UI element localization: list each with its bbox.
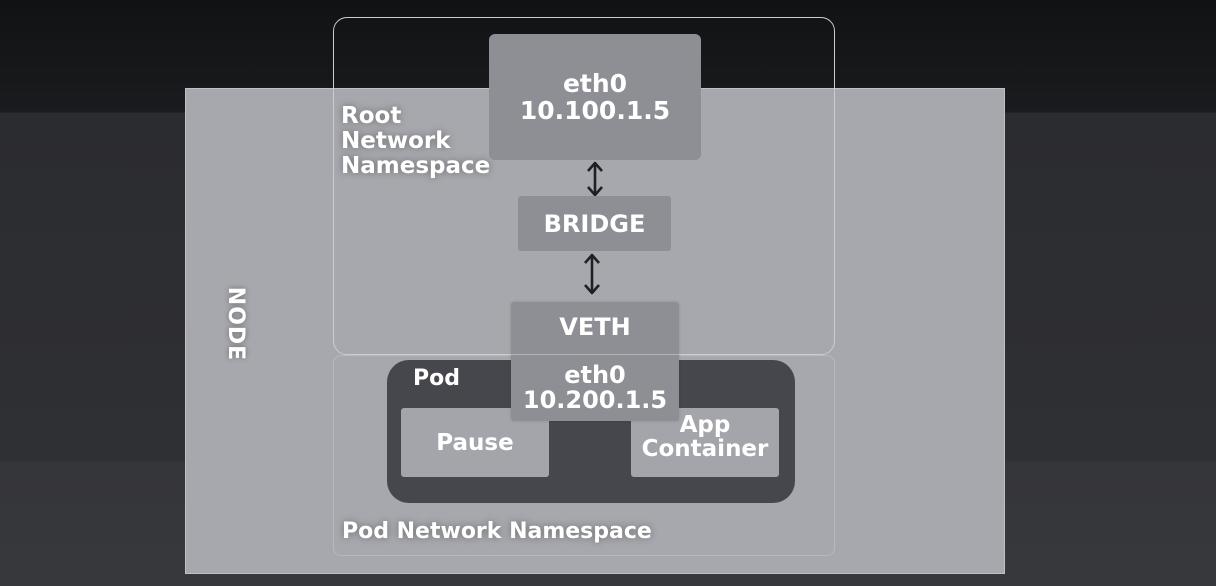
veth-label: VETH — [559, 313, 631, 341]
pause-container: Pause — [401, 408, 549, 477]
bridge-box: BRIDGE — [518, 196, 671, 251]
node-label: NODE — [223, 286, 248, 362]
veth-divider — [511, 354, 679, 355]
double-arrow-vertical-icon — [580, 252, 604, 296]
pod-network-namespace-label: Pod Network Namespace — [342, 519, 652, 544]
eth0-root-interface: eth0 10.100.1.5 — [489, 34, 701, 160]
veth-box — [511, 302, 679, 421]
pod-label: Pod — [413, 366, 460, 391]
root-network-namespace-label: Root Network Namespace — [341, 103, 491, 179]
eth0-pod-interface: eth0 10.200.1.5 — [522, 361, 668, 414]
double-arrow-vertical-icon — [583, 160, 607, 198]
